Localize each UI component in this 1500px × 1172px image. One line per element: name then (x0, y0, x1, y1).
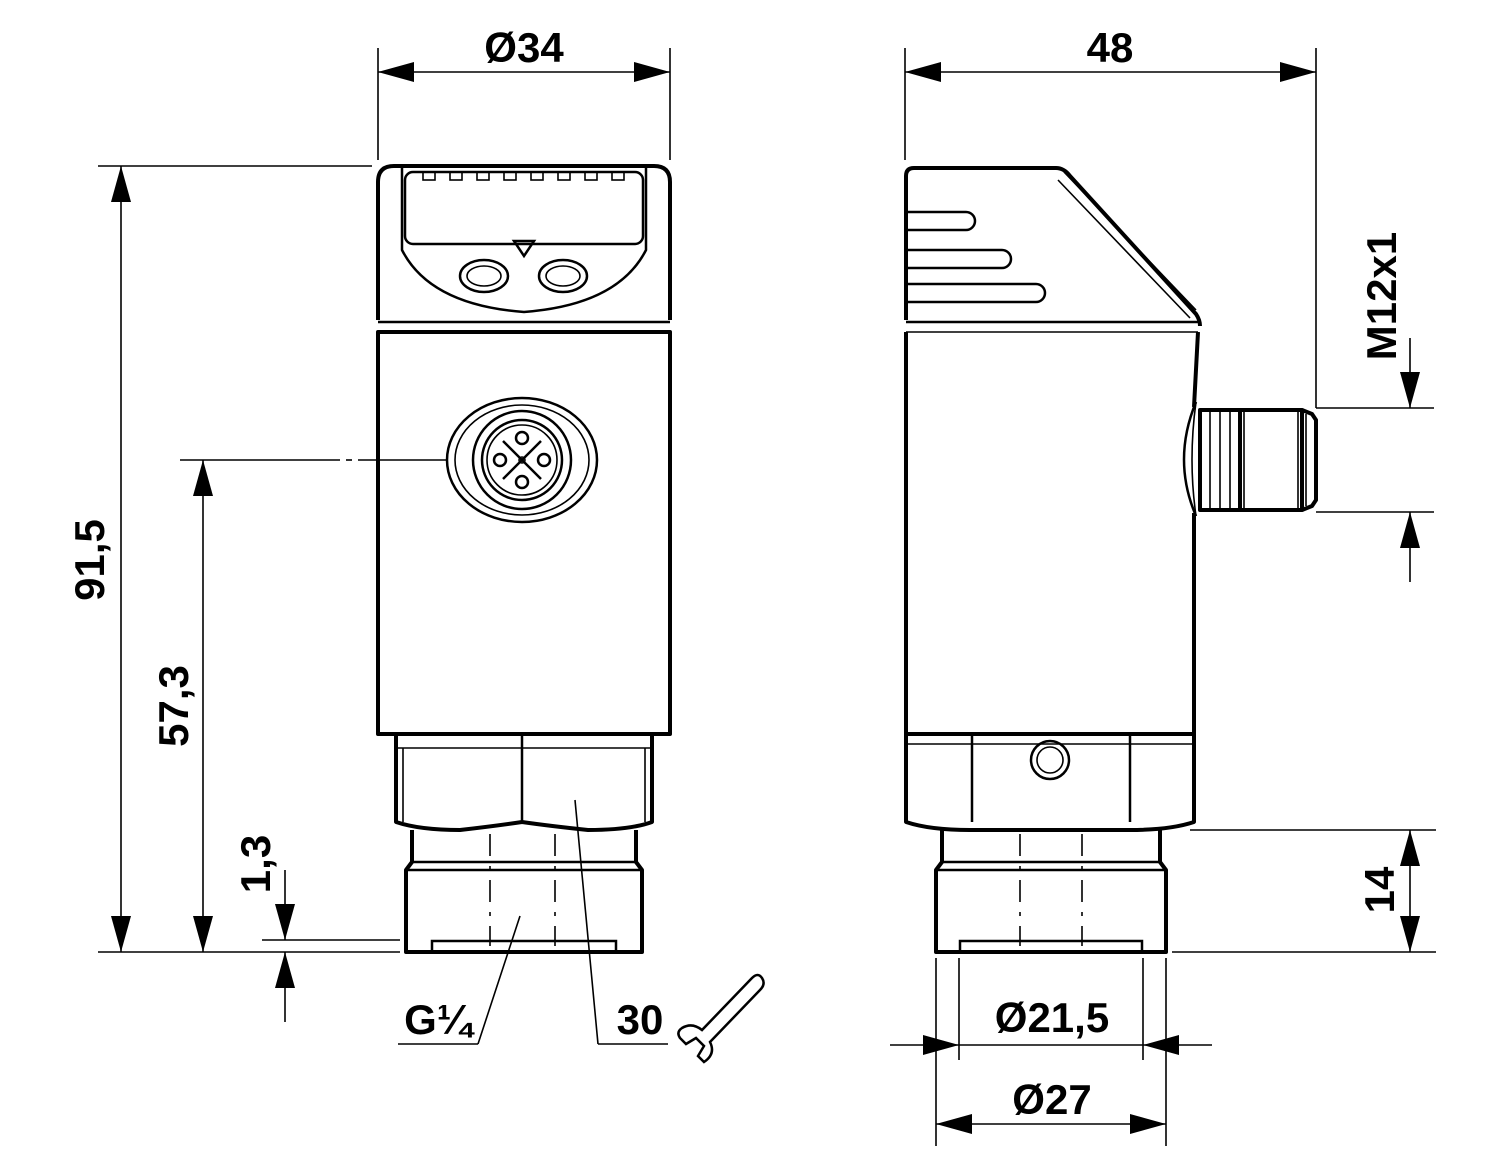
fitting-side (934, 830, 1168, 954)
display-segments (422, 171, 625, 181)
m12-connector-front (445, 396, 599, 524)
dimension-lines (98, 48, 1436, 1146)
front-head-outline (376, 164, 672, 320)
label-thread-offset: 1,3 (232, 835, 279, 893)
hex-nut-side (904, 734, 1196, 832)
front-body (376, 330, 672, 736)
label-total-height: 91,5 (66, 519, 113, 601)
label-connector-thread: M12x1 (1358, 232, 1405, 360)
left-button (458, 258, 510, 294)
label-front-diameter: Ø34 (484, 24, 564, 71)
side-body (904, 331, 1200, 736)
label-fitting-outer-diameter: Ø27 (1012, 1076, 1091, 1123)
label-wrench-size: 30 (617, 996, 664, 1043)
label-connector-height: 57,3 (150, 665, 197, 747)
side-fins (906, 210, 1047, 304)
label-fitting-inner-diameter: Ø21,5 (995, 994, 1109, 1041)
wrench-icon (677, 973, 765, 1064)
front-view (376, 164, 672, 954)
side-head-outline (904, 166, 1202, 327)
m12-connector-side (1198, 408, 1318, 512)
display-triangle-icon (511, 239, 537, 259)
label-side-width: 48 (1087, 24, 1134, 71)
dimension-labels: Ø34 48 91,5 57,3 1,3 M12x1 14 Ø21,5 Ø27 … (66, 24, 1405, 1123)
fitting-front (404, 830, 644, 954)
side-view (904, 166, 1318, 954)
display-bezel (400, 168, 648, 314)
side-connector-housing (1182, 401, 1198, 517)
label-process-thread: G¼ (404, 996, 475, 1043)
hex-nut-front (394, 734, 654, 832)
right-button (537, 258, 589, 294)
display-window (403, 170, 645, 246)
label-fitting-height: 14 (1356, 866, 1403, 913)
